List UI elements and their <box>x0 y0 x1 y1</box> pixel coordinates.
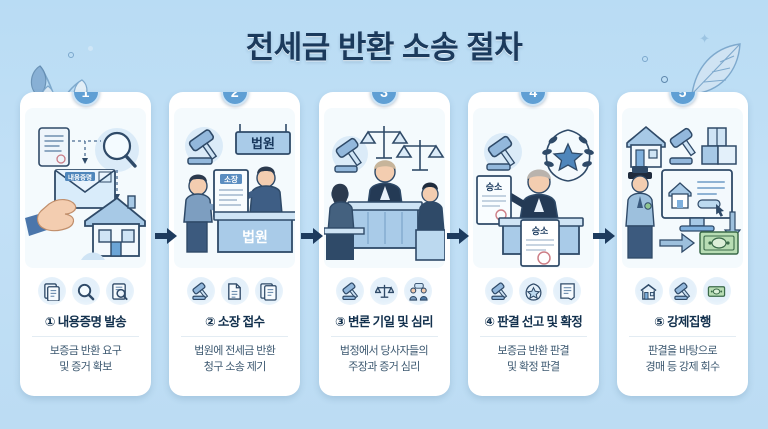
step-badge-2: 2 <box>220 92 249 106</box>
decorative-dot <box>642 56 648 62</box>
money-icon <box>702 277 731 305</box>
magnifier-icon <box>71 277 100 305</box>
desc-line: 및 확정 판결 <box>506 360 560 373</box>
connector-arrow-1-2 <box>155 228 177 244</box>
gavel-icon <box>186 277 215 305</box>
desc-line: 및 증거 확보 <box>59 360 112 373</box>
gavel-icon <box>485 277 514 305</box>
verdict-label-front: 승소 <box>531 226 548 236</box>
step-description-1: 보증금 반환 요구 및 증거 확보 <box>20 337 151 376</box>
step-card-4[interactable]: 4 <box>467 92 599 396</box>
card-divider <box>181 336 289 337</box>
step-card-3[interactable]: 3 <box>318 92 450 396</box>
decorative-dot <box>661 76 668 83</box>
decorative-dot <box>68 52 74 58</box>
connector-arrow-3-4 <box>447 228 469 244</box>
step-illustration-2: 법원 <box>174 108 296 268</box>
desc-line: 주장과 증거 심리 <box>348 360 420 373</box>
step-illustration-5 <box>622 108 743 268</box>
step-headline-5: ⑤ 강제집행 <box>654 315 711 329</box>
step-description-5: 판결을 바탕으로 경매 등 강제 회수 <box>617 337 748 376</box>
step-illustration-1: 내용증명 <box>25 108 146 268</box>
step-badge-1: 1 <box>71 92 100 106</box>
desc-line: 경매 등 강제 회수 <box>645 360 720 373</box>
gavel-icon <box>668 277 697 305</box>
connector-arrow-4-5 <box>593 228 615 244</box>
card-divider <box>479 336 587 337</box>
step-card-2[interactable]: 2 법원 <box>169 92 301 396</box>
document-icon <box>37 277 66 305</box>
connector-arrow-2-3 <box>301 228 323 244</box>
desk-label: 법원 <box>242 229 268 245</box>
desc-line: 보증금 반환 판결 <box>497 345 570 357</box>
step-headline-3: ③ 변론 기일 및 심리 <box>335 315 433 329</box>
step-headline-4: ④ 판결 선고 및 확정 <box>484 315 583 329</box>
page-title-wrapper: 전세금 반환 소송 절차 <box>0 22 768 67</box>
step-card-1[interactable]: 1 <box>20 92 151 396</box>
step-badge-5: 5 <box>668 92 697 106</box>
page-title: 전세금 반환 소송 절차 <box>245 30 523 65</box>
step-illustration-4: 승소 승소 <box>472 108 594 268</box>
step-icons-2 <box>169 272 300 310</box>
step-icons-3 <box>319 272 450 310</box>
envelope-label: 내용증명 <box>68 173 92 182</box>
step-headline-1: ① 내용증명 발송 <box>44 315 127 329</box>
certificate-icon <box>553 277 582 305</box>
laurel-star-icon <box>519 277 548 305</box>
document-icon <box>220 277 249 305</box>
court-sign-label: 법원 <box>251 136 275 151</box>
step-description-3: 법정에서 당사자들의 주장과 증거 심리 <box>319 337 450 376</box>
two-people-talking-icon <box>404 277 432 305</box>
step-icons-1 <box>20 272 151 310</box>
sparkle-decoration: ✦ <box>699 31 710 46</box>
house-icon <box>634 277 663 305</box>
desc-line: 법원에 전세금 반환 <box>194 345 276 357</box>
desc-line: 보증금 반환 요구 <box>49 345 122 357</box>
step-description-2: 법원에 전세금 반환 청구 소송 제기 <box>169 337 300 376</box>
step-card-5[interactable]: 5 <box>617 92 748 396</box>
step-icons-4 <box>468 272 599 310</box>
step-illustration-3 <box>323 108 445 268</box>
desc-line: 법정에서 당사자들의 <box>339 345 429 357</box>
card-divider <box>32 336 139 337</box>
document-search-icon <box>105 277 134 305</box>
documents-stack-icon <box>254 277 283 305</box>
step-description-4: 보증금 반환 판결 및 확정 판결 <box>468 337 599 376</box>
step-badge-3: 3 <box>370 92 398 106</box>
steps-strip: 1 <box>20 92 748 396</box>
verdict-label: 승소 <box>485 182 502 192</box>
card-divider <box>330 336 438 337</box>
desc-line: 판결을 바탕으로 <box>647 345 718 357</box>
desc-line: 청구 소송 제기 <box>203 360 267 373</box>
scales-icon <box>370 277 398 305</box>
step-badge-4: 4 <box>519 92 548 106</box>
step-icons-5 <box>617 272 748 310</box>
decorative-dot <box>88 46 93 51</box>
card-divider <box>629 336 736 337</box>
step-headline-2: ② 소장 접수 <box>205 315 265 329</box>
gavel-icon <box>336 277 364 305</box>
complaint-label: 소장 <box>224 174 238 184</box>
